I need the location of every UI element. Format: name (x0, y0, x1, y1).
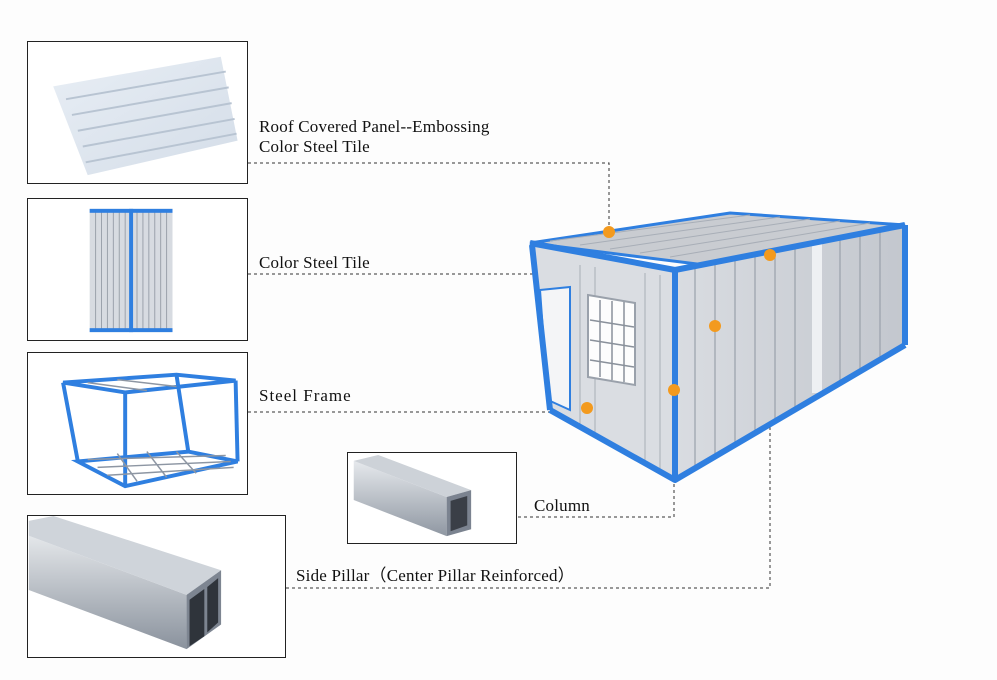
side-pillar-label: Side Pillar（Center Pillar Reinforced） (296, 566, 575, 585)
wall-label: Color Steel Tile (259, 253, 370, 272)
roof-label-line2: Color Steel Tile (259, 137, 370, 156)
roof-marker (603, 226, 615, 238)
column-image (347, 452, 517, 544)
steel-frame-image (27, 352, 248, 495)
side-pillar-image (27, 515, 286, 658)
side-pillar-marker (764, 249, 776, 261)
frame-label: Steel Frame (259, 386, 352, 405)
roof-label-line1: Roof Covered Panel--Embossing (259, 117, 490, 136)
container-house-illustration (529, 211, 908, 483)
frame-marker (581, 402, 593, 414)
column-marker (668, 384, 680, 396)
roof-panel-image (27, 41, 248, 184)
wall-panel-image (27, 198, 248, 341)
column-label: Column (534, 496, 590, 515)
wall-marker (709, 320, 721, 332)
